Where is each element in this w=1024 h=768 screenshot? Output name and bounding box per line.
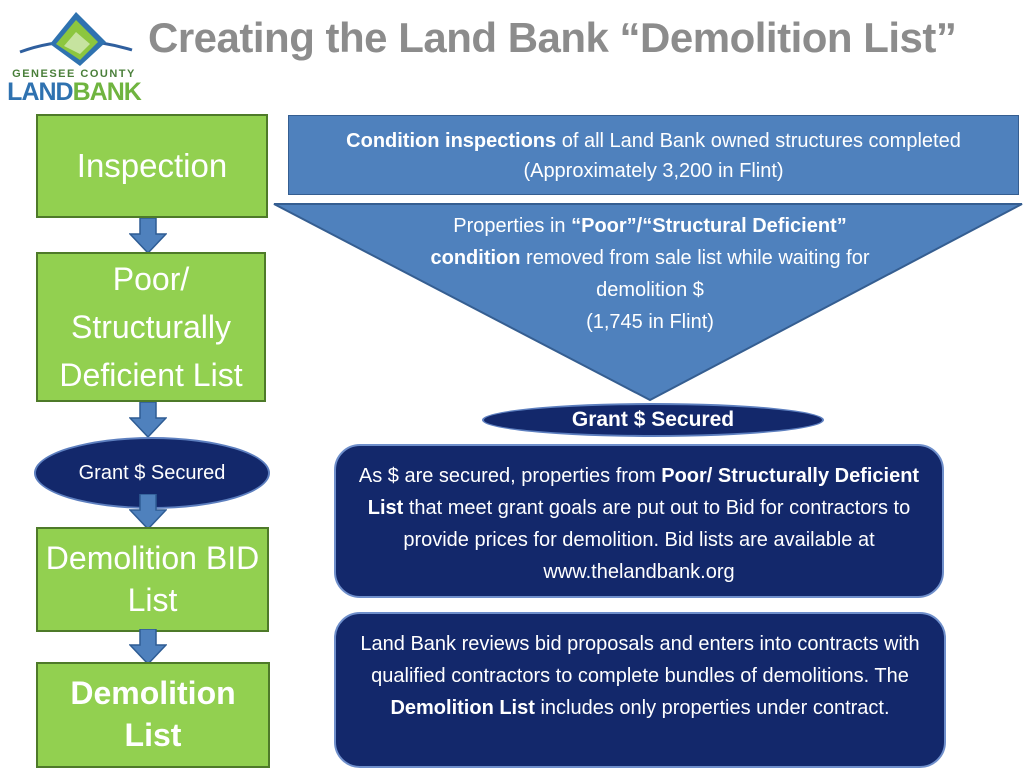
condition-inspections-box: Condition inspections of all Land Bank o… — [288, 115, 1019, 195]
inspection-box: Inspection — [36, 114, 268, 218]
down-arrow-icon — [129, 402, 167, 438]
poor-structurally-deficient-list-box: Poor/ Structurally Deficient List — [36, 252, 266, 402]
bid-description-box: As $ are secured, properties from Poor/ … — [334, 444, 944, 598]
funnel-triangle — [273, 203, 1023, 402]
grant-secured-oval: Grant $ Secured — [34, 437, 270, 509]
slide-title: Creating the Land Bank “Demolition List” — [148, 14, 957, 61]
down-arrow-icon — [129, 494, 167, 530]
logo-county-text: GENESEE COUNTY — [12, 68, 136, 80]
triangle-text: Properties in “Poor”/“Structural Deficie… — [430, 215, 870, 333]
down-arrow-icon — [129, 629, 167, 665]
demolition-list-box: Demolition List — [36, 662, 270, 768]
landbank-logo-icon — [19, 12, 133, 66]
contract-description-box: Land Bank reviews bid proposals and ente… — [334, 612, 946, 768]
grant-secured-bar: Grant $ Secured — [482, 403, 824, 437]
logo-landbank-text: LANDBANK — [7, 78, 142, 106]
down-arrow-icon — [129, 218, 167, 254]
demolition-bid-list-box: Demolition BID List — [36, 527, 269, 632]
